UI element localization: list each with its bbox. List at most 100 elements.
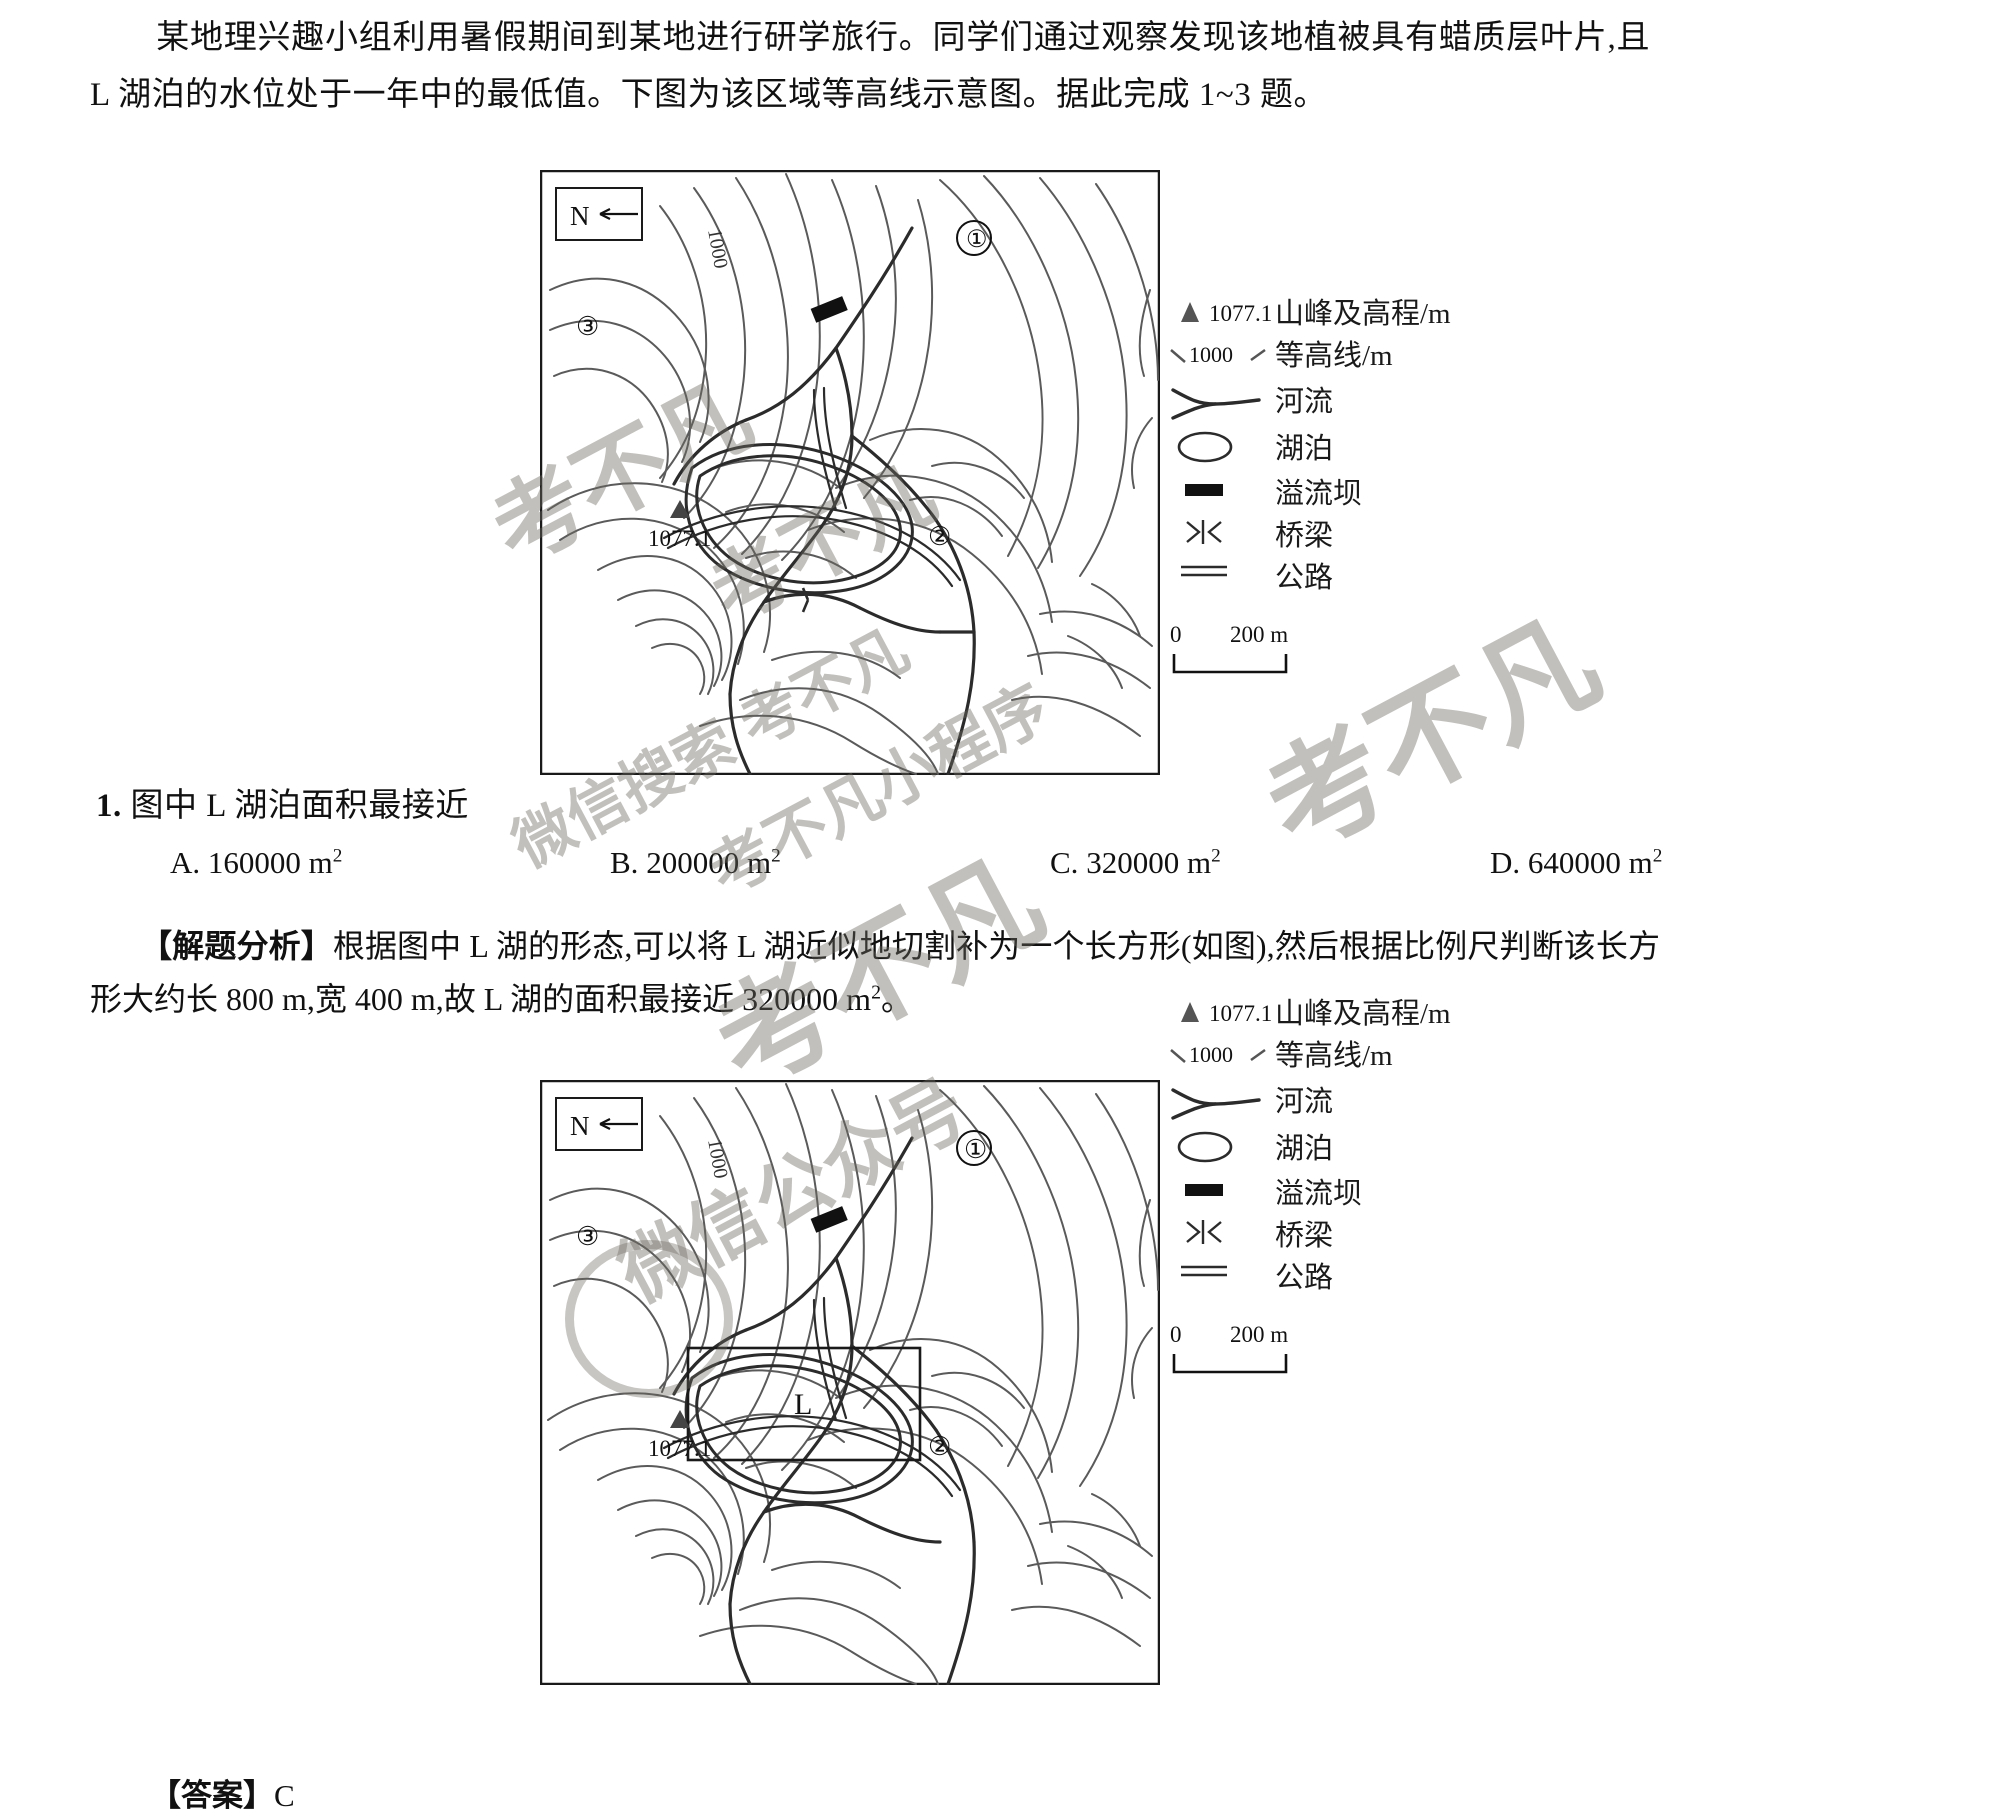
svg-text:1000: 1000	[1189, 342, 1233, 367]
question-stem: 某地理兴趣小组利用暑假期间到某地进行研学旅行。同学们通过观察发现该地植被具有蜡质…	[90, 10, 1650, 124]
option-c-value: 320000	[1086, 845, 1180, 880]
option-d-unit: m	[1628, 845, 1653, 880]
option-d-value: 640000	[1527, 845, 1621, 880]
legend2-row-contour: 1000 等高线/m	[1165, 1032, 1393, 1074]
analysis-body-1: 根据图中 L 湖的形态,可以将 L 湖近似地切割补为一个长方形(如图),然后根据…	[90, 928, 1660, 1017]
legend2-row-peak: 1077.1 山峰及高程/m	[1165, 990, 1451, 1032]
peak-marker: 1077.1	[648, 500, 711, 551]
option-c-key: C.	[1050, 845, 1079, 880]
option-c[interactable]: C. 320000 m2	[1050, 845, 1221, 881]
analysis-exp: 2	[871, 981, 881, 1004]
scale2-length-label: 200 m	[1230, 1322, 1288, 1347]
svg-text:1077.1: 1077.1	[648, 526, 711, 551]
legend-label-river: 河流	[1275, 386, 1334, 418]
svg-text:N: N	[570, 201, 590, 231]
lake-ellipse-icon-2	[1165, 1129, 1275, 1163]
legend-row-peak: 1077.1 山峰及高程/m	[1165, 290, 1451, 332]
option-a[interactable]: A. 160000 m2	[170, 845, 342, 881]
option-d[interactable]: D. 640000 m2	[1490, 845, 1662, 881]
legend-label-road: 公路	[1275, 562, 1334, 594]
option-b-unit: m	[746, 845, 772, 880]
road-icon-2	[1165, 1258, 1275, 1292]
legend-label-contour: 等高线/m	[1275, 340, 1393, 372]
bridge-icon-2	[1165, 1216, 1275, 1250]
legend2-label-dam: 溢流坝	[1275, 1178, 1363, 1210]
river-fork-icon	[1165, 382, 1275, 420]
option-b-exp: 2	[771, 845, 781, 867]
scale2-zero-label: 0	[1170, 1322, 1182, 1347]
overflow-dam-icon	[1165, 474, 1275, 508]
bridge-icon	[1165, 516, 1275, 550]
figure-map-1: N 1000 ① ② ② ③ 1077.1	[540, 170, 1160, 775]
overflow-dam-marker	[810, 296, 848, 323]
legend-label-lake: 湖泊	[1275, 433, 1334, 465]
contour-line-icon-2: 1000	[1165, 1036, 1275, 1070]
contour-line-icon: 1000	[1165, 336, 1275, 370]
map-legend-1: 1077.1 山峰及高程/m 1000 等高线/m	[1165, 290, 1565, 594]
answer-tag: 【答案】	[150, 1778, 274, 1813]
question-1: 1. 图中 L 湖泊面积最接近	[96, 778, 469, 826]
overflow-dam-marker-2	[810, 1206, 848, 1233]
watermark-3: 考不凡	[1245, 594, 1620, 878]
legend-label-bridge: 桥梁	[1275, 520, 1334, 552]
legend-row-dam: 溢流坝	[1165, 470, 1362, 512]
option-b[interactable]: B. 200000 m2	[610, 845, 781, 881]
option-b-value: 200000	[646, 845, 740, 880]
svg-text:1077.1: 1077.1	[1209, 1001, 1272, 1026]
legend2-label-river: 河流	[1275, 1086, 1334, 1118]
lake-ellipse-icon	[1165, 429, 1275, 463]
answer-value: C	[274, 1778, 295, 1813]
legend-row-bridge: 桥梁	[1165, 512, 1333, 554]
watermark-logo	[565, 1240, 733, 1398]
legend-row-river: 河流	[1165, 378, 1333, 420]
legend-row-road: 公路	[1165, 554, 1333, 596]
analysis-body-2: 大约长 800 m,宽 400 m,故 L 湖的面积最接近 320000 m	[122, 980, 872, 1017]
legend2-row-dam: 溢流坝	[1165, 1170, 1362, 1212]
option-a-unit: m	[308, 845, 333, 880]
answer-line: 【答案】C	[150, 1770, 295, 1815]
question-text: 图中 L 湖泊面积最接近	[130, 788, 469, 824]
peak-triangle-icon-2: 1077.1	[1165, 994, 1275, 1028]
svg-text:②: ②	[928, 1432, 951, 1461]
north-arrow: N	[555, 187, 643, 241]
legend-label-peak: 山峰及高程/m	[1275, 298, 1451, 330]
north-arrow-2: N	[555, 1097, 643, 1151]
question-number: 1.	[96, 788, 122, 824]
legend2-row-road: 公路	[1165, 1254, 1333, 1296]
svg-text:N: N	[570, 1111, 590, 1141]
stem-text: 某地理兴趣小组利用暑假期间到某地进行研学旅行。同学们通过观察发现该地植被具有蜡质…	[90, 20, 1650, 113]
lake-approximation-rectangle	[686, 1346, 922, 1462]
option-a-key: A.	[170, 845, 201, 880]
option-c-unit: m	[1186, 845, 1212, 880]
solution-analysis: 【解题分析】根据图中 L 湖的形态,可以将 L 湖近似地切割补为一个长方形(如图…	[90, 920, 1660, 1026]
svg-text:①: ①	[966, 227, 988, 253]
legend-row-contour: 1000 等高线/m	[1165, 332, 1393, 374]
legend-row-lake: 湖泊	[1165, 425, 1333, 467]
svg-text:③: ③	[576, 1222, 599, 1251]
svg-text:②: ②	[928, 522, 951, 551]
map-scalebar-1: 0 200 m	[1170, 620, 1410, 690]
legend2-label-peak: 山峰及高程/m	[1275, 998, 1451, 1030]
option-c-exp: 2	[1211, 845, 1221, 867]
legend2-label-bridge: 桥梁	[1275, 1220, 1334, 1252]
option-a-value: 160000	[207, 845, 301, 880]
map-legend-2: 1077.1 山峰及高程/m 1000 等高线/m	[1165, 990, 1565, 1294]
map-scalebar-2: 0 200 m	[1170, 1320, 1410, 1390]
legend2-label-road: 公路	[1275, 1262, 1334, 1294]
road-icon	[1165, 558, 1275, 592]
svg-text:1000: 1000	[1189, 1042, 1233, 1067]
legend2-row-lake: 湖泊	[1165, 1125, 1333, 1167]
option-d-exp: 2	[1652, 845, 1663, 867]
peak-marker-2: 1077.1	[648, 1410, 711, 1461]
option-d-key: D.	[1490, 845, 1521, 880]
legend2-row-river: 河流	[1165, 1078, 1333, 1120]
scale-zero-label: 0	[1170, 622, 1182, 647]
legend-label-dam: 溢流坝	[1275, 478, 1363, 510]
option-b-key: B.	[610, 845, 639, 880]
legend2-label-contour: 等高线/m	[1275, 1040, 1393, 1072]
analysis-tag: 【解题分析】	[140, 928, 333, 964]
analysis-body-3: 。	[880, 980, 913, 1017]
svg-text:③: ③	[576, 312, 599, 341]
lake-label: L	[794, 1388, 812, 1421]
river-fork-icon-2	[1165, 1082, 1275, 1120]
